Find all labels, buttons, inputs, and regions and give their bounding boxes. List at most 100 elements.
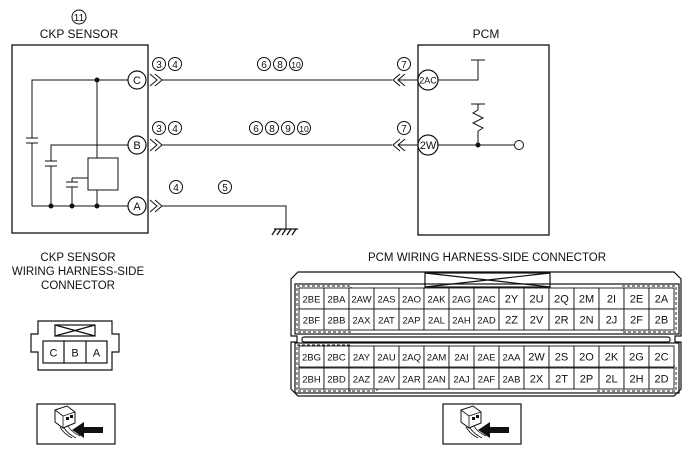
pcm-pin-label: 2K [605, 352, 619, 364]
pcm-pin-label: 2P [580, 374, 593, 386]
pcm-pin-label: 2S [555, 352, 568, 364]
pcm-pin-label: 2BF [303, 316, 321, 327]
ckp-pin-c-label: C [133, 75, 141, 87]
pcm-pin-label: 2L [605, 374, 617, 386]
pcm-pin-label: 2M [579, 294, 594, 306]
ckp-pin-b-label: B [133, 140, 140, 152]
pcm-pin-label: 2AI [454, 353, 468, 364]
b-mid-ref-2: 8 [269, 124, 275, 135]
b-left-ref-2: 4 [172, 124, 178, 135]
pcm-pin-label: 2J [606, 315, 618, 327]
pcm-connector-view-icon [442, 403, 522, 445]
pcm-pin-label: 2N [579, 315, 593, 327]
pcm-pin-label: 2C [654, 352, 668, 364]
ckp-connector-pin-a: A [93, 348, 101, 360]
pcm-junction-dot [475, 142, 481, 148]
c-left-ref-1: 3 [156, 60, 162, 71]
ckp-ref-circle [71, 9, 87, 25]
pcm-pin-label: 2T [555, 374, 568, 386]
ckp-sensor-title: CKP SENSOR [40, 27, 119, 41]
c-right-ref-1: 7 [401, 60, 407, 71]
pcm-pin-label: 2AC [477, 295, 496, 306]
pcm-internal-circuit [438, 59, 514, 146]
pcm-pin-label: 2AR [402, 375, 421, 386]
ckp-pin-a-label: A [133, 201, 141, 213]
c-mid-ref-1: 6 [261, 60, 267, 71]
ckp-connector-section: CKP SENSOR WIRING HARNESS-SIDE CONNECTOR… [12, 252, 145, 445]
b-right-ref-1: 7 [401, 124, 407, 135]
pcm-pin-label: 2W [528, 352, 545, 364]
pcm-lower-row-1: 2BG 2BC 2AY 2AU 2AQ 2AM 2AI 2AE 2AA 2W 2S 2O 2K 2G 2C [298, 345, 675, 368]
pcm-pin-label: 2AH [452, 316, 471, 327]
pcm-pin-label: 2AP [403, 316, 421, 327]
ckp-connector-pin-c: C [50, 348, 58, 360]
pcm-pin-2w-label: 2W [420, 140, 437, 152]
pcm-pin-label: 2F [630, 315, 643, 327]
pcm-pin-label: 2AY [353, 353, 371, 364]
a-mid-ref-1: 5 [222, 183, 228, 194]
pcm-pin-label: 2BD [327, 375, 346, 386]
ckp-connector-title-line-1: CKP SENSOR [40, 252, 115, 264]
pcm-pin-label: 2AU [377, 353, 396, 364]
ckp-internal-circuit [26, 79, 128, 207]
pcm-pin-label: 2AV [378, 375, 396, 386]
pcm-pin-label: 2AA [503, 353, 522, 364]
pcm-pin-label: 2BH [302, 375, 321, 386]
pcm-pin-label: 2AG [452, 295, 471, 306]
ckp-pin-a-circle [127, 196, 147, 216]
ckp-connector-face [30, 320, 120, 371]
pcm-block: PCM 2AC 2W [417, 27, 550, 236]
pcm-pin-label: 2AM [427, 353, 447, 364]
pcm-pin-label: 2U [529, 294, 543, 306]
pcm-pin-label: 2AN [427, 375, 446, 386]
pcm-pin-label: 2H [629, 374, 643, 386]
pcm-pin-label: 2AD [477, 316, 496, 327]
pcm-connector-title: PCM WIRING HARNESS-SIDE CONNECTOR [368, 252, 606, 264]
pcm-pin-label: 2I [607, 294, 616, 306]
ckp-sensor-box [11, 44, 149, 234]
pcm-pin-2ac-circle [417, 69, 439, 91]
a-left-ref-1: 4 [173, 183, 179, 194]
c-left-ref-2: 4 [172, 60, 178, 71]
pcm-pin-label: 2AK [428, 295, 447, 306]
pcm-pin-label: 2BG [302, 353, 321, 364]
pcm-pin-label: 2AE [478, 353, 496, 364]
c-mid-ref-2: 8 [277, 60, 283, 71]
pcm-pin-label: 2AF [478, 375, 496, 386]
ckp-junction-dots [48, 77, 100, 209]
b-mid-ref-4: 10 [299, 124, 309, 134]
pcm-pin-label: 2O [579, 352, 594, 364]
pcm-pin-label: 2AZ [353, 375, 371, 386]
pcm-pin-label: 2BA [328, 295, 347, 306]
pcm-pin-label: 2AQ [402, 353, 421, 364]
ckp-connector-title-line-3: CONNECTOR [41, 280, 115, 292]
pcm-pin-cell [648, 308, 675, 331]
pcm-pin-label: 2AS [378, 295, 396, 306]
pcm-pin-cell [648, 345, 675, 368]
pcm-pin-cell [648, 367, 675, 390]
pcm-pin-label: 2AO [402, 295, 421, 306]
pcm-pin-label: 2Z [505, 315, 518, 327]
pcm-pin-label: 2G [629, 352, 644, 364]
pcm-pin-label: 2AL [428, 316, 445, 327]
ckp-connector-pin-b: B [71, 348, 78, 360]
pcm-connector-section: PCM WIRING HARNESS-SIDE CONNECTOR 2BE 2BA… [290, 252, 682, 445]
pcm-pin-label: 2BC [327, 353, 346, 364]
pcm-title: PCM [473, 27, 500, 41]
pcm-pin-label: 2V [530, 315, 544, 327]
ckp-connector-title-line-2: WIRING HARNESS-SIDE [12, 266, 145, 278]
pcm-pin-label: 2AX [353, 316, 372, 327]
ckp-pin-b-circle [127, 135, 147, 155]
pcm-pin-label: 2BE [303, 295, 321, 306]
b-left-ref-1: 3 [156, 124, 162, 135]
pcm-box [417, 44, 550, 236]
ckp-pin-c-circle [127, 70, 147, 90]
ckp-sensor-block: 11 CKP SENSOR [11, 9, 149, 234]
pcm-pin-label: 2BB [328, 316, 346, 327]
wire-reference-numbers: 3 4 6 8 10 7 3 4 6 8 9 10 7 4 5 [156, 60, 407, 194]
pcm-pin-label: 2AB [503, 375, 521, 386]
pcm-pin-label: 2AJ [453, 375, 470, 386]
